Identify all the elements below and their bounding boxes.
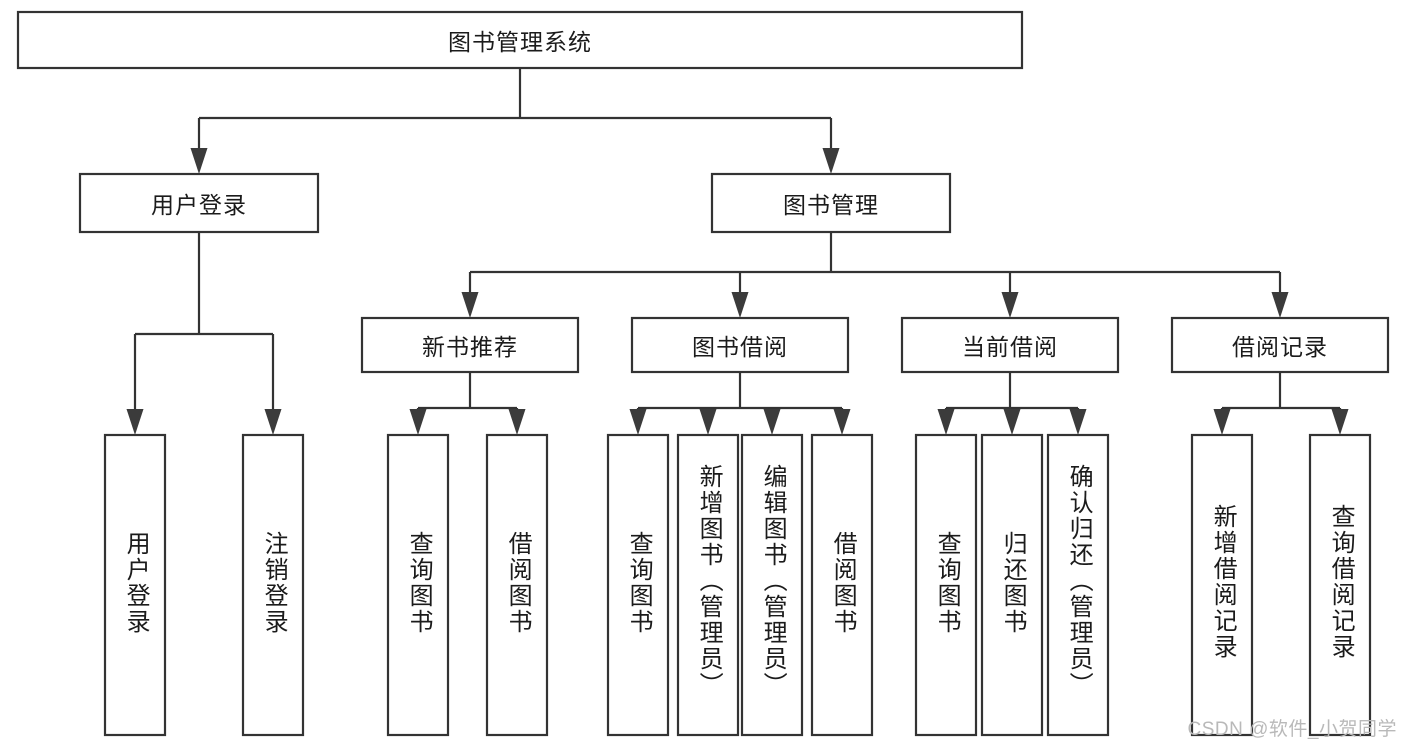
node-box-n_book_mgmt[interactable] [710, 172, 952, 234]
node-box-l_nb_borrow[interactable] [485, 433, 549, 737]
arrow-head-icon [1069, 409, 1087, 435]
node-box-l_logout[interactable] [241, 433, 305, 737]
arrow-head-icon [699, 409, 717, 435]
node-box-n_borrow[interactable] [630, 316, 850, 374]
arrow-head-icon [461, 292, 479, 318]
arrow-head-icon [629, 409, 647, 435]
node-box-l_rc_query[interactable] [1308, 433, 1372, 737]
arrow-head-icon [1001, 292, 1019, 318]
watermark-text: CSDN @软件_小贺同学 [1187, 719, 1397, 740]
node-box-l_cb_confirm[interactable] [1046, 433, 1110, 737]
node-box-layer [16, 10, 1390, 737]
node-box-l_nb_query[interactable] [386, 433, 450, 737]
arrow-head-icon [409, 409, 427, 435]
arrow-head-icon [833, 409, 851, 435]
arrow-head-icon [1213, 409, 1231, 435]
arrow-head-icon [1331, 409, 1349, 435]
arrow-head-icon [731, 292, 749, 318]
arrow-head-icon [1003, 409, 1021, 435]
node-box-l_bb_add[interactable] [676, 433, 740, 737]
arrow-head-icon [190, 148, 208, 174]
node-box-n_record[interactable] [1170, 316, 1390, 374]
node-box-l_bb_edit[interactable] [740, 433, 804, 737]
node-box-l_cb_return[interactable] [980, 433, 1044, 737]
arrow-head-icon [1271, 292, 1289, 318]
node-box-root[interactable] [16, 10, 1024, 70]
connector-layer [126, 68, 1349, 435]
node-box-n_user_login[interactable] [78, 172, 320, 234]
node-box-l_bb_query[interactable] [606, 433, 670, 737]
arrow-head-icon [264, 409, 282, 435]
arrow-head-icon [937, 409, 955, 435]
arrow-head-icon [822, 148, 840, 174]
arrow-head-icon [508, 409, 526, 435]
node-box-n_new_book[interactable] [360, 316, 580, 374]
arrow-head-icon [126, 409, 144, 435]
arrow-head-icon [763, 409, 781, 435]
node-box-l_bb_borrow[interactable] [810, 433, 874, 737]
node-box-l_cb_query[interactable] [914, 433, 978, 737]
node-box-l_user_login[interactable] [103, 433, 167, 737]
node-box-l_rc_add[interactable] [1190, 433, 1254, 737]
node-box-n_current[interactable] [900, 316, 1120, 374]
